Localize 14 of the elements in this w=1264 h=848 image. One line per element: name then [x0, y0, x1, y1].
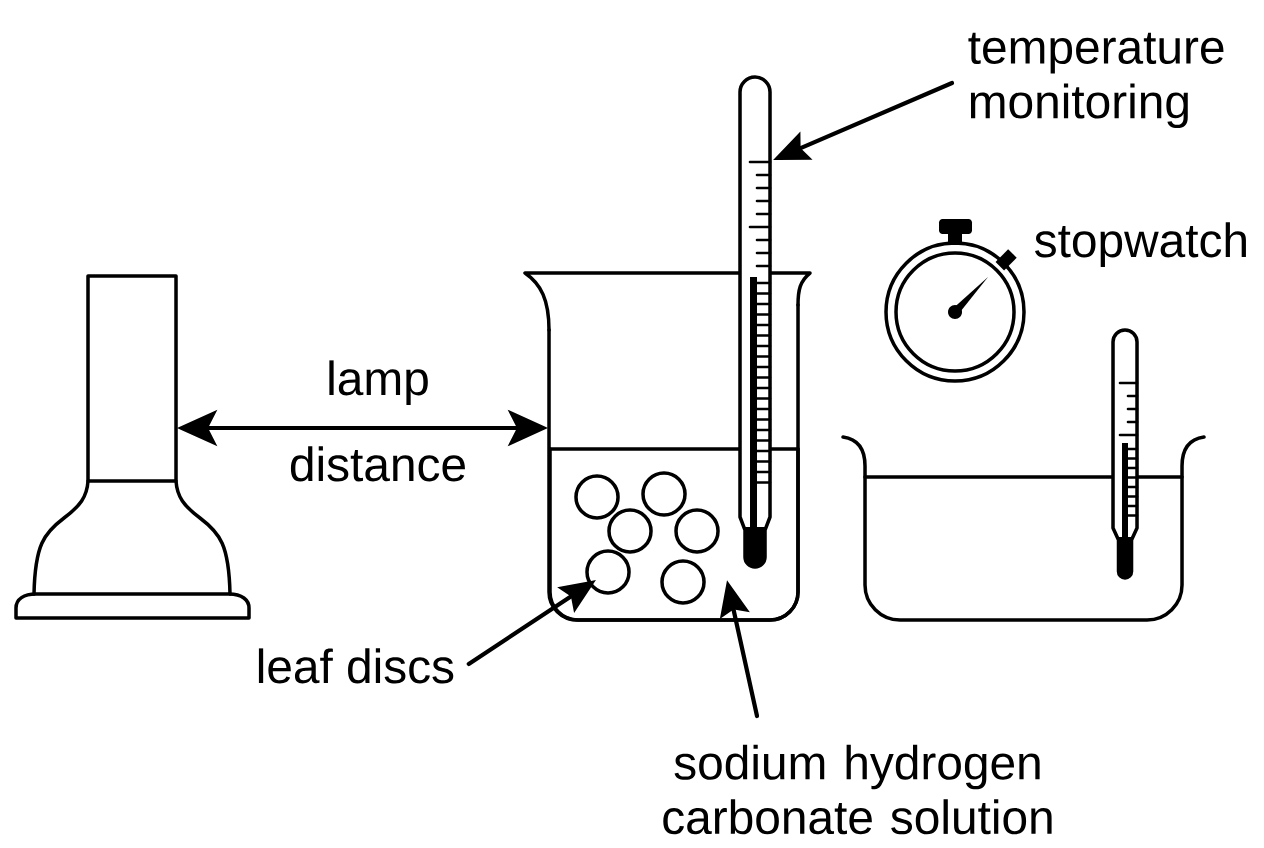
leaf-disc [674, 508, 720, 554]
thermometer [738, 75, 772, 569]
label: stopwatch [1035, 222, 1246, 267]
leaf-disc [607, 508, 653, 554]
callout-label: temperature monitoring [968, 32, 1224, 129]
leaf-disc [585, 549, 631, 595]
liquid [548, 447, 800, 622]
callout-label: sodium hydrogen carbonate solution [663, 744, 1052, 835]
leaf-disc [641, 471, 687, 517]
leaf-disc [574, 474, 620, 520]
dimension-label: lamp [329, 360, 428, 405]
callout-label: leaf discs [258, 648, 454, 684]
leaf-disc [660, 559, 706, 605]
dimension-label: distance [290, 446, 465, 482]
